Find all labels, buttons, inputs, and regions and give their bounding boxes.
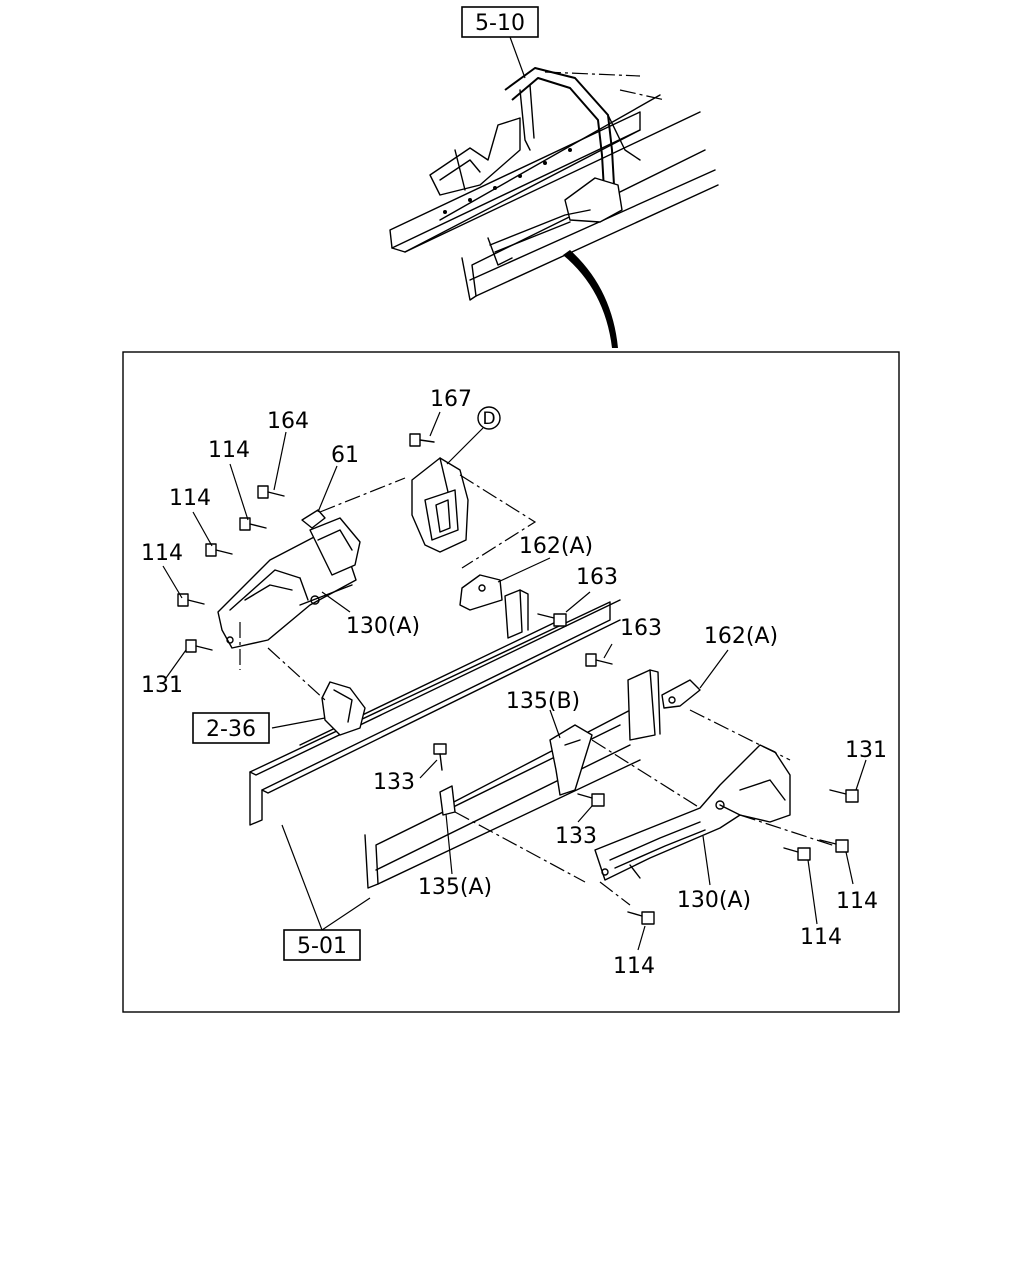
callout-114-c: 114 <box>141 541 183 566</box>
callout-133-mid: 133 <box>555 824 597 849</box>
callout-167: 167 <box>430 387 472 412</box>
callout-61: 61 <box>331 443 359 468</box>
circle-marker-d: D <box>477 406 501 430</box>
ref-label-top: 5-10 <box>475 11 525 36</box>
ref-box-bottom[interactable]: 5-01 <box>283 929 361 961</box>
callout-114-bottom: 114 <box>613 954 655 979</box>
overview-frame-drawing <box>389 67 719 301</box>
detail-arrow <box>563 250 618 348</box>
ref-label-left: 2-36 <box>206 717 256 742</box>
callout-114-r1: 114 <box>836 889 878 914</box>
callout-labels: 167 D 164 61 114 114 114 162(A) 163 130(… <box>141 387 887 979</box>
callout-114-r2: 114 <box>800 925 842 950</box>
callout-164: 164 <box>267 409 309 434</box>
bolt-icons <box>177 433 859 925</box>
callout-130a-right: 130(A) <box>677 888 751 913</box>
ref-box-left[interactable]: 2-36 <box>192 712 270 744</box>
detail-drawing <box>177 433 859 925</box>
ref-box-top[interactable]: 5-10 <box>461 6 539 38</box>
detail-frame <box>122 351 900 1013</box>
callout-163-right: 163 <box>620 616 662 641</box>
callout-131-left: 131 <box>141 673 183 698</box>
callout-114-a: 114 <box>208 438 250 463</box>
leader-lines <box>162 411 867 951</box>
ref-label-bottom: 5-01 <box>297 934 347 959</box>
rail-holes <box>443 148 572 214</box>
callout-162a-top: 162(A) <box>519 534 593 559</box>
callout-114-b: 114 <box>169 486 211 511</box>
circle-marker-d-label: D <box>482 409 495 429</box>
callout-135a: 135(A) <box>418 875 492 900</box>
callout-135b: 135(B) <box>506 689 580 714</box>
callout-133-left: 133 <box>373 770 415 795</box>
callout-163-top: 163 <box>576 565 618 590</box>
callout-130a-left: 130(A) <box>346 614 420 639</box>
callout-131-right: 131 <box>845 738 887 763</box>
callout-162a-right: 162(A) <box>704 624 778 649</box>
